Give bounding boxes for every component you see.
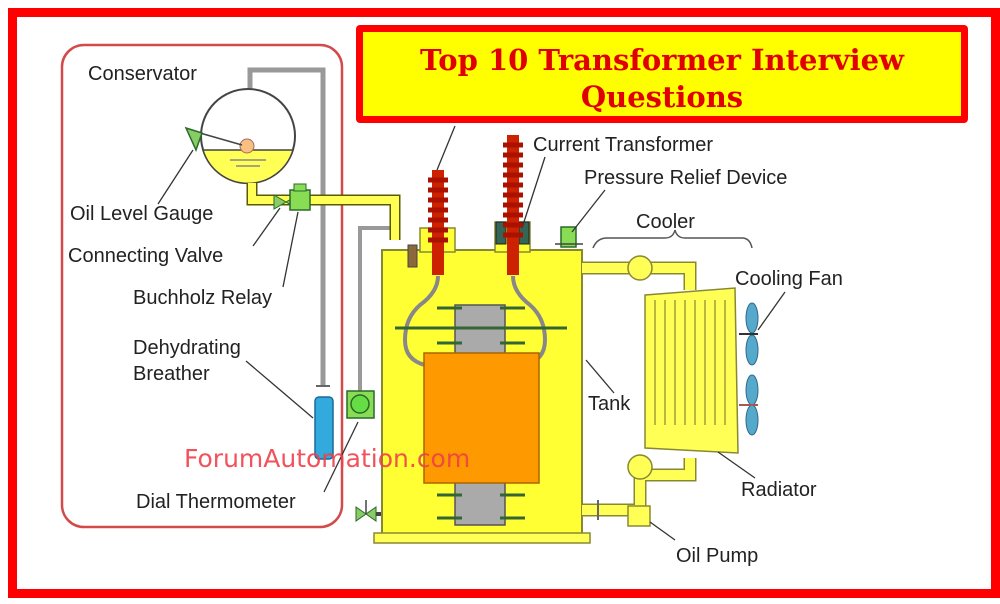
- label-cooler: Cooler: [636, 211, 695, 233]
- label-dial-thermometer: Dial Thermometer: [136, 491, 296, 513]
- label-oil-pump: Oil Pump: [676, 545, 759, 567]
- label-breather: Breather: [133, 363, 210, 385]
- radiator-icon: [644, 287, 739, 454]
- label-buchholz-relay: Buchholz Relay: [133, 287, 272, 309]
- thermometer-pipe: [358, 226, 400, 395]
- tank-base: [373, 532, 591, 544]
- cooler-bracket: [592, 229, 753, 249]
- label-pressure-relief-device: Pressure Relief Device: [584, 167, 788, 189]
- core-lower: [454, 479, 506, 526]
- buchholz-relay-icon: [289, 189, 311, 211]
- accessories-group-box: [60, 43, 344, 529]
- bushing-right-icon: [503, 135, 523, 275]
- watermark: ForumAutomation.com: [184, 444, 471, 473]
- title-line-1: Top 10 Transformer Interview: [419, 43, 905, 77]
- title-line-2: Questions: [580, 80, 744, 114]
- core-upper: [454, 304, 506, 361]
- label-connecting-valve: Connecting Valve: [68, 245, 224, 267]
- label-radiator: Radiator: [741, 479, 817, 501]
- cooling-fan-icon-2: [745, 374, 759, 436]
- label-dehydrating: Dehydrating: [133, 337, 241, 359]
- bushing-left-icon: [428, 170, 448, 275]
- oil-level-gauge-icon: [184, 126, 203, 153]
- float-ball: [239, 138, 255, 154]
- label-tank: Tank: [588, 393, 631, 415]
- breather-pipe: [247, 67, 326, 385]
- oil-pump-icon: [627, 505, 651, 527]
- label-conservator: Conservator: [88, 63, 197, 85]
- label-current-transformer: Current Transformer: [533, 134, 714, 156]
- winding-core: [423, 352, 540, 484]
- label-cooling-fan: Cooling Fan: [735, 268, 843, 290]
- label-oil-level-gauge: Oil Level Gauge: [70, 203, 214, 225]
- title-banner: Top 10 Transformer Interview Questions: [356, 25, 968, 123]
- dehydrating-breather-icon: [314, 396, 334, 460]
- outer-frame: [8, 8, 1000, 598]
